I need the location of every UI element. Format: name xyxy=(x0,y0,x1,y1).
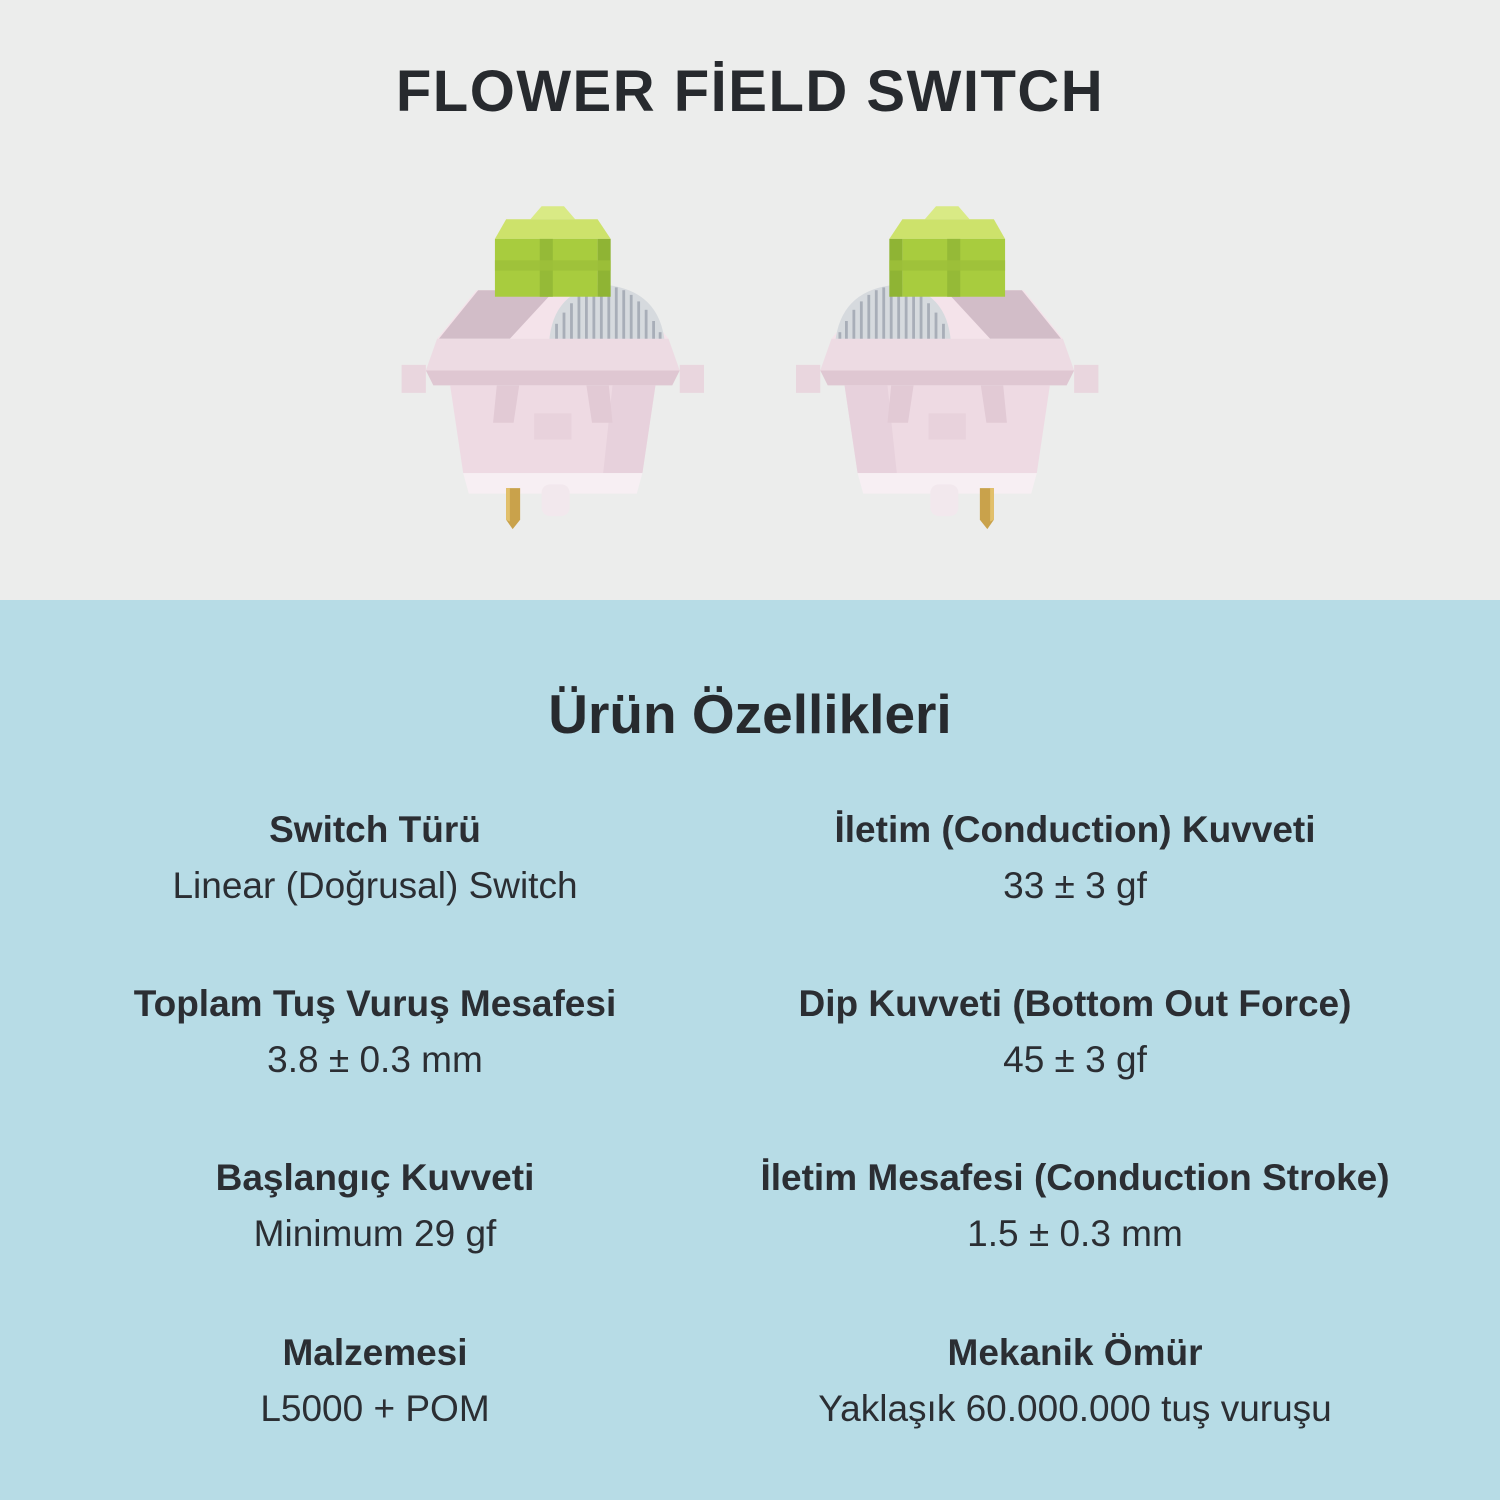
spec-value: 3.8 ± 0.3 mm xyxy=(267,1039,483,1081)
switch-images-row xyxy=(0,185,1500,541)
spec-label: Malzemesi xyxy=(282,1331,468,1373)
spec-label: İletim (Conduction) Kuvveti xyxy=(834,809,1316,850)
spec-conduction-stroke: İletim Mesafesi (Conduction Stroke) 1.5 … xyxy=(750,1154,1400,1258)
keyboard-switch-icon xyxy=(796,185,1132,541)
spec-value: 45 ± 3 gf xyxy=(1003,1039,1147,1081)
spec-value: L5000 + POM xyxy=(260,1387,490,1429)
specs-section: Ürün Özellikleri Switch Türü Linear (Doğ… xyxy=(0,600,1500,1500)
spec-label: Başlangıç Kuvveti xyxy=(215,1157,535,1199)
spec-total-travel: Toplam Tuş Vuruş Mesafesi 3.8 ± 0.3 mm xyxy=(0,980,750,1084)
spec-initial-force: Başlangıç Kuvveti Minimum 29 gf xyxy=(0,1154,750,1258)
spec-switch-type: Switch Türü Linear (Doğrusal) Switch xyxy=(0,806,750,910)
spec-value: Yaklaşık 60.000.000 tuş vuruşu xyxy=(818,1387,1332,1429)
spec-value: Minimum 29 gf xyxy=(253,1213,497,1255)
keyboard-switch-icon xyxy=(368,185,704,541)
spec-label: Dip Kuvveti (Bottom Out Force) xyxy=(798,983,1352,1025)
switch-render-left xyxy=(368,185,704,541)
spec-label: Mekanik Ömür xyxy=(947,1331,1203,1373)
hero-section: FLOWER FİELD SWITCH xyxy=(0,0,1500,600)
page-title: FLOWER FİELD SWITCH xyxy=(395,59,1105,124)
spec-mechanical-life: Mekanik Ömür Yaklaşık 60.000.000 tuş vur… xyxy=(750,1329,1400,1433)
spec-material: Malzemesi L5000 + POM xyxy=(0,1329,750,1433)
switch-render-right xyxy=(796,185,1132,541)
spec-label: İletim Mesafesi (Conduction Stroke) xyxy=(760,1157,1390,1199)
spec-conduction-force: İletim (Conduction) Kuvveti 33 ± 3 gf xyxy=(750,806,1400,910)
spec-value: 33 ± 3 gf xyxy=(1003,865,1147,907)
spec-grid: Switch Türü Linear (Doğrusal) Switch İle… xyxy=(0,806,1500,1433)
section-title: Ürün Özellikleri xyxy=(548,683,952,745)
spec-label: Toplam Tuş Vuruş Mesafesi xyxy=(133,983,617,1025)
spec-value: Linear (Doğrusal) Switch xyxy=(172,865,578,907)
spec-label: Switch Türü xyxy=(269,809,481,850)
spec-value: 1.5 ± 0.3 mm xyxy=(967,1213,1183,1255)
spec-bottom-out-force: Dip Kuvveti (Bottom Out Force) 45 ± 3 gf xyxy=(750,980,1400,1084)
